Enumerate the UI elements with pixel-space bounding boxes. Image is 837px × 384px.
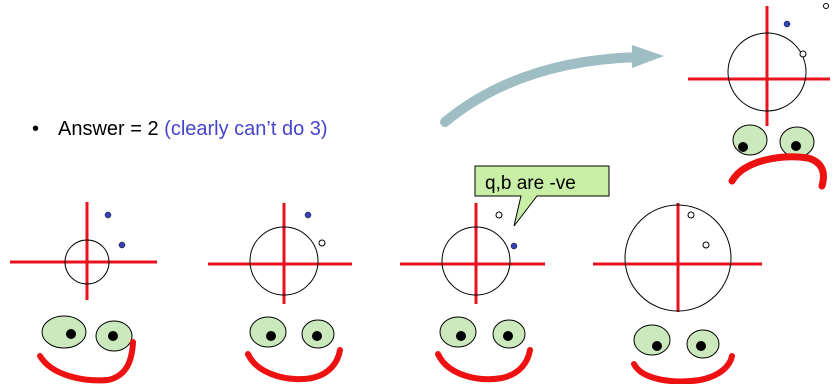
bullet-point: •: [32, 118, 40, 140]
right-eye: [301, 319, 335, 349]
panel-2: [208, 203, 352, 383]
filled-dot: [783, 20, 791, 28]
curved-arrow: [440, 45, 664, 127]
left-eye: [439, 316, 477, 348]
answer-aside: (clearly can’t do 3): [164, 118, 328, 140]
answer-text: Answer = 2: [58, 118, 159, 140]
left-eye: [249, 316, 287, 348]
hollow-dot: [318, 239, 326, 247]
callout: q,b are -ve: [474, 165, 610, 227]
left-eye: [41, 315, 87, 349]
unit-circle: [624, 204, 732, 312]
panel-3: [400, 203, 545, 383]
filled-dot: [104, 211, 112, 219]
hollow-dot: [702, 241, 710, 249]
answer-line: • Answer = 2 (clearly can’t do 3): [32, 118, 328, 141]
unit-circle: [441, 226, 511, 296]
hollow-dot: [799, 50, 807, 58]
left-eye: [633, 324, 671, 356]
hollow-dot: [687, 211, 695, 219]
hollow-dot: [823, 3, 829, 9]
smile-mouth: [435, 347, 533, 383]
right-eye: [95, 320, 133, 352]
smile-mouth: [37, 339, 136, 384]
panel-5: [688, 3, 830, 190]
unit-circle: [249, 226, 319, 296]
unit-circle: [64, 239, 110, 285]
frown-mouth: [728, 153, 827, 190]
right-eye: [686, 329, 720, 359]
filled-dot: [118, 241, 126, 249]
filled-dot: [510, 242, 518, 250]
callout-text: q,b are -ve: [485, 173, 576, 194]
right-eye: [492, 319, 526, 349]
panel-1: [10, 202, 157, 384]
unit-circle: [727, 32, 807, 112]
hollow-dot: [495, 211, 503, 219]
smile-mouth: [631, 353, 735, 384]
left-eye: [732, 124, 768, 156]
filled-dot: [304, 211, 312, 219]
smile-mouth: [245, 347, 343, 383]
panel-4: [593, 203, 762, 384]
right-eye: [779, 126, 815, 158]
